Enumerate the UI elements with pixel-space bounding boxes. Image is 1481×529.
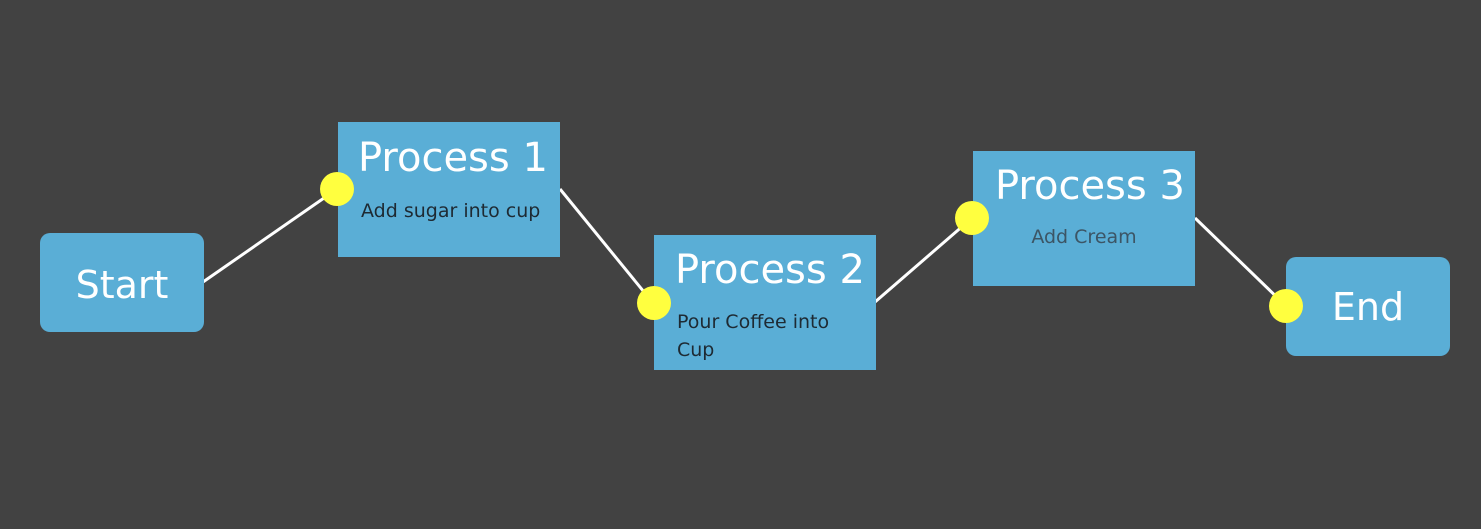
start-node[interactable]: Start [40, 233, 204, 332]
connector-process-3-to-end [1193, 216, 1288, 308]
connector-start-to-process-1 [202, 187, 338, 284]
process-3-description: Add Cream [1031, 226, 1137, 248]
process-3-input-handle[interactable] [955, 201, 989, 235]
process-2-description: Pour Coffee into Cup [677, 311, 830, 361]
process-3-title: Process 3 [995, 163, 1185, 209]
process-2-input-handle[interactable] [637, 286, 671, 320]
connector-process-2-to-process-3 [874, 216, 973, 304]
process-2-title: Process 2 [675, 247, 865, 293]
process-1-title: Process 1 [358, 135, 548, 181]
process-1-input-handle[interactable] [320, 172, 354, 206]
end-input-handle[interactable] [1269, 289, 1303, 323]
end-node[interactable]: End [1286, 257, 1450, 356]
start-label: Start [75, 263, 169, 307]
connector-process-1-to-process-2 [558, 188, 655, 304]
process-3-node[interactable]: Process 3 Add Cream [973, 151, 1195, 286]
process-1-node[interactable]: Process 1 Add sugar into cup [338, 122, 560, 257]
process-2-node[interactable]: Process 2 Pour Coffee into Cup [654, 235, 876, 370]
process-1-description: Add sugar into cup [361, 200, 541, 222]
end-label: End [1331, 285, 1405, 329]
